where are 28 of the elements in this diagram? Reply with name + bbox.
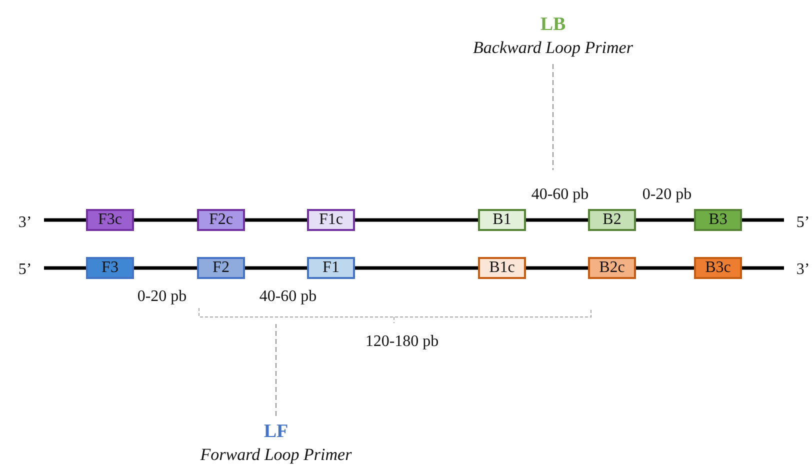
sequence-region-box: B3c (694, 257, 742, 279)
primer-name: Backward Loop Primer (473, 37, 633, 59)
sequence-region-box: B2c (588, 257, 636, 279)
sequence-region-box: F3c (86, 209, 134, 231)
strand-end-label: 5’ (18, 261, 32, 279)
sequence-region-box: F3 (86, 257, 134, 279)
primer-abbreviation: LF (264, 420, 288, 444)
sequence-region-box: B1c (478, 257, 526, 279)
sequence-region-box: F1 (307, 257, 355, 279)
sequence-region-box: B3 (694, 209, 742, 231)
leader-line (275, 324, 277, 416)
sequence-region-box: F2c (197, 209, 245, 231)
size-label: 0-20 pb (137, 288, 187, 306)
size-label: 40-60 pb (259, 288, 317, 306)
sequence-region-box: B1 (478, 209, 526, 231)
sequence-region-box: B2 (588, 209, 636, 231)
leader-line (552, 64, 554, 170)
strand-end-label: 3’ (18, 214, 32, 232)
strand-end-label: 3’ (796, 261, 810, 279)
size-label: 120-180 pb (365, 333, 439, 351)
size-label: 0-20 pb (642, 186, 692, 204)
sequence-region-box: F2 (197, 257, 245, 279)
size-label: 40-60 pb (531, 186, 589, 204)
sequence-region-box: F1c (307, 209, 355, 231)
dimension-bracket (198, 307, 592, 324)
strand-end-label: 5’ (796, 214, 810, 232)
primer-abbreviation: LB (540, 13, 566, 37)
primer-name: Forward Loop Primer (200, 444, 352, 466)
